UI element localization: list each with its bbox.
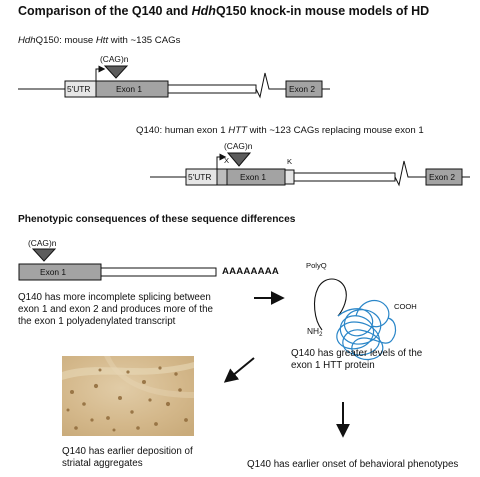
behavior-text: Q140 has earlier onset of behavioral phe… — [247, 459, 459, 470]
q140-exon2-box — [425, 168, 463, 186]
nh2-subscript: 2 — [319, 332, 323, 338]
aggregates-text: Q140 has earlier deposition of striatal … — [62, 446, 193, 470]
hdhq150-exon2-box — [285, 80, 323, 98]
hdhq150-tss-arrow — [95, 65, 106, 81]
splicing-line-3: the exon 1 polyadenylated transcript — [18, 316, 176, 327]
q140-caption-gene: HTT — [228, 125, 247, 136]
protein-line-1: Q140 has greater levels of the — [291, 348, 423, 359]
hdhq150-cag-label: (CAG)n — [100, 54, 129, 64]
q140-caption: Q140: human exon 1 HTT with ~123 CAGs re… — [136, 126, 424, 136]
nh2-label: NH2 — [307, 327, 322, 338]
hdhq150-utr-label: 5'UTR — [67, 84, 91, 94]
splicing-line-2: exon 1 and exon 2 and produces more of t… — [18, 304, 213, 315]
q140-cag-triangle — [226, 152, 252, 167]
q140-x-mark: X — [224, 156, 230, 165]
hdhq150-gene-model — [18, 65, 330, 99]
transcript-cag-triangle — [31, 248, 57, 262]
q140-break-symbol — [394, 160, 412, 187]
phenotypes-heading: Phenotypic consequences of these sequenc… — [18, 214, 296, 225]
cooh-label: COOH — [394, 302, 417, 311]
hdhq150-caption-mid: Q150: mouse — [35, 35, 96, 46]
hdhq150-caption-gene: Htt — [95, 35, 109, 46]
transcript-retained-intron-bar — [100, 267, 217, 277]
polyq-tract — [313, 278, 347, 331]
hdhq150-exon1-label: Exon 1 — [116, 84, 143, 94]
hdhq150-exon2-label: Exon 2 — [289, 84, 316, 94]
q140-cag-label: (CAG)n — [224, 141, 253, 151]
protein-text: Q140 has greater levels of the exon 1 HT… — [291, 348, 422, 372]
polya-tail: AAAAAAAA — [222, 266, 280, 277]
q140-human-utr-segment — [216, 168, 228, 186]
splicing-text: Q140 has more incomplete splicing betwee… — [18, 292, 213, 328]
aggregates-line-2: striatal aggregates — [62, 458, 143, 469]
q140-gene-model — [150, 152, 470, 187]
hdhq150-cag-triangle — [103, 65, 129, 79]
arrow-protein-to-aggregates — [223, 357, 255, 383]
transcript-exon1-label: Exon 1 — [40, 267, 67, 277]
q140-intron1-bar — [293, 172, 396, 182]
striatal-histology-image — [62, 356, 194, 436]
protein-fold — [336, 299, 397, 361]
q140-k-mark: K — [287, 157, 293, 166]
flow-arrows — [223, 291, 350, 438]
transcript-cag-label: (CAG)n — [28, 238, 57, 248]
q140-caption-end: with ~123 CAGs replacing mouse exon 1 — [246, 125, 424, 136]
hdhq150-break-symbol — [255, 72, 273, 99]
hdhq150-caption: HdhQ150: mouse Htt with ~135 CAGs — [18, 36, 180, 46]
q140-caption-start: Q140: human exon 1 — [136, 125, 229, 136]
protein-line-2: exon 1 HTT protein — [291, 360, 375, 371]
splicing-line-1: Q140 has more incomplete splicing betwee… — [18, 292, 211, 303]
hdhq150-caption-end: with ~135 CAGs — [108, 35, 181, 46]
polyq-label: PolyQ — [306, 261, 327, 270]
q140-human-intron-segment — [284, 169, 295, 185]
q140-exon2-label: Exon 2 — [429, 172, 456, 182]
q140-tss-arrow — [216, 153, 227, 169]
aggregates-line-1: Q140 has earlier deposition of — [62, 446, 193, 457]
figure-title: Comparison of the Q140 and HdhQ150 knock… — [18, 5, 429, 18]
q140-exon1-label: Exon 1 — [240, 172, 267, 182]
q140-utr-label: 5'UTR — [188, 172, 212, 182]
title-italic: Hdh — [191, 4, 216, 18]
hdhq150-caption-italic: Hdh — [18, 35, 36, 46]
htt-protein-cartoon — [313, 278, 397, 361]
title-prefix: Comparison of the Q140 and — [18, 4, 192, 18]
transcript-model — [18, 248, 217, 281]
title-suffix: Q150 knock-in mouse models of HD — [215, 4, 430, 18]
nh2-text: NH — [307, 326, 320, 336]
hdhq150-intron1-bar — [167, 84, 257, 94]
